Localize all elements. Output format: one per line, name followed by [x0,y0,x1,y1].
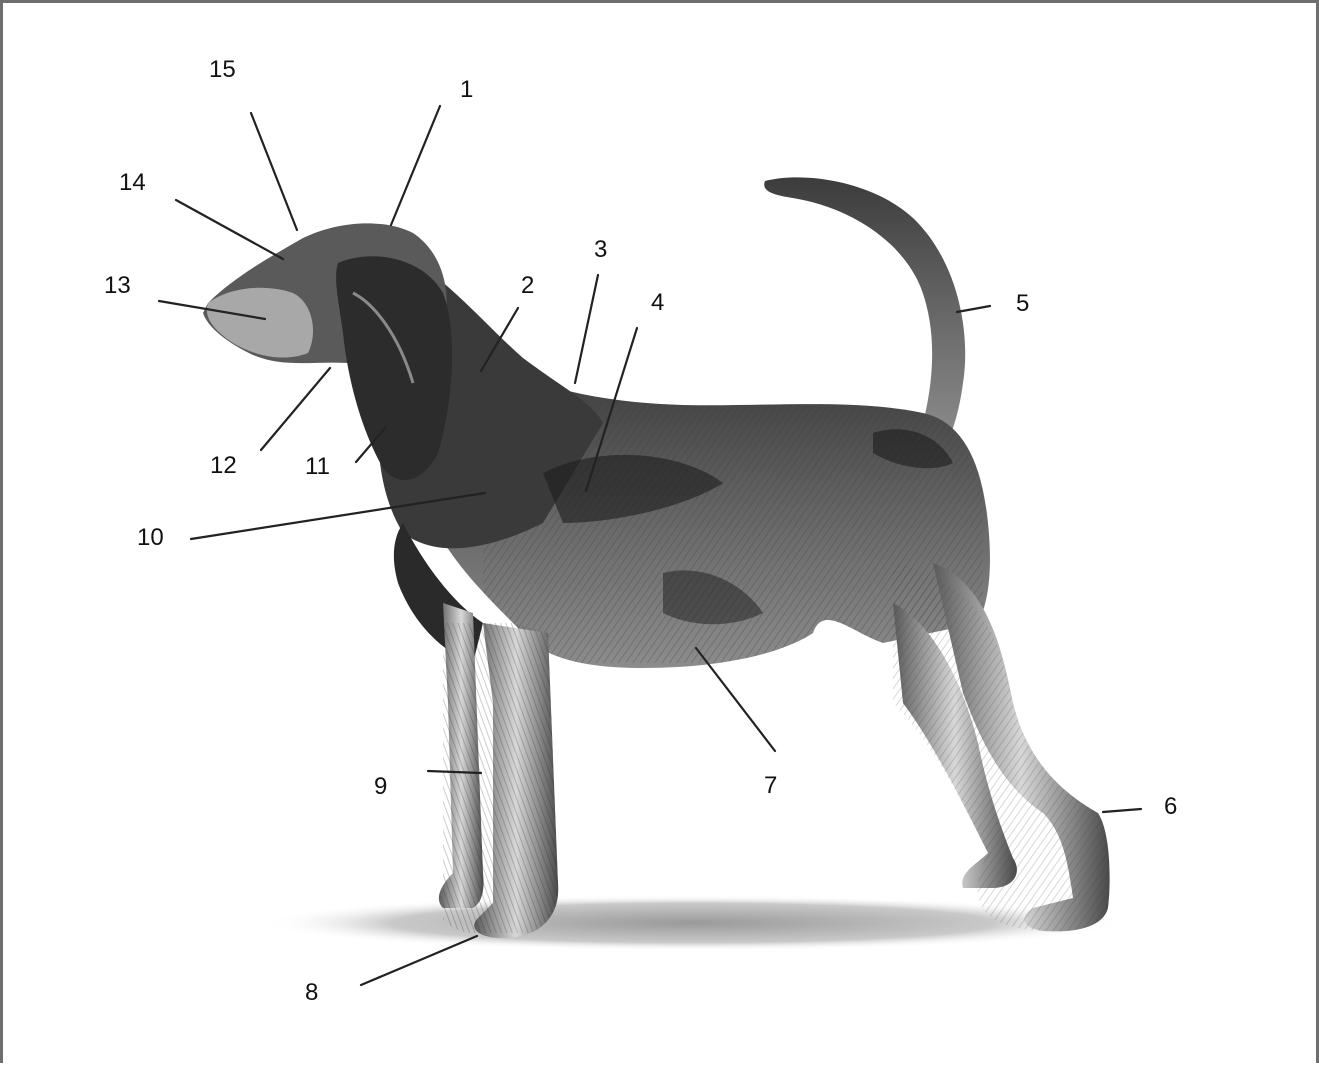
label-1: 1 [460,76,473,103]
leader-12 [261,368,330,450]
label-10: 10 [137,524,164,551]
label-15: 15 [209,56,236,83]
label-7: 7 [764,772,777,799]
leader-14 [176,200,283,259]
dog-anatomy-diagram: 1 2 3 4 5 6 7 8 9 10 11 12 13 14 15 [3,3,1319,1066]
ear [336,256,452,480]
label-12: 12 [210,452,237,479]
label-14: 14 [119,169,146,196]
label-5: 5 [1016,290,1029,317]
leader-15 [251,113,297,230]
leader-3 [575,275,598,383]
label-9: 9 [374,773,387,800]
leader-1 [391,106,440,225]
tail [764,177,965,443]
label-3: 3 [594,236,607,263]
leader-5 [957,306,990,312]
label-13: 13 [104,272,131,299]
label-4: 4 [651,289,664,316]
label-8: 8 [305,979,318,1006]
label-6: 6 [1164,793,1177,820]
leader-7 [696,648,775,751]
leader-6 [1103,809,1141,812]
label-2: 2 [521,272,534,299]
label-11: 11 [305,453,330,480]
muzzle [207,288,313,358]
